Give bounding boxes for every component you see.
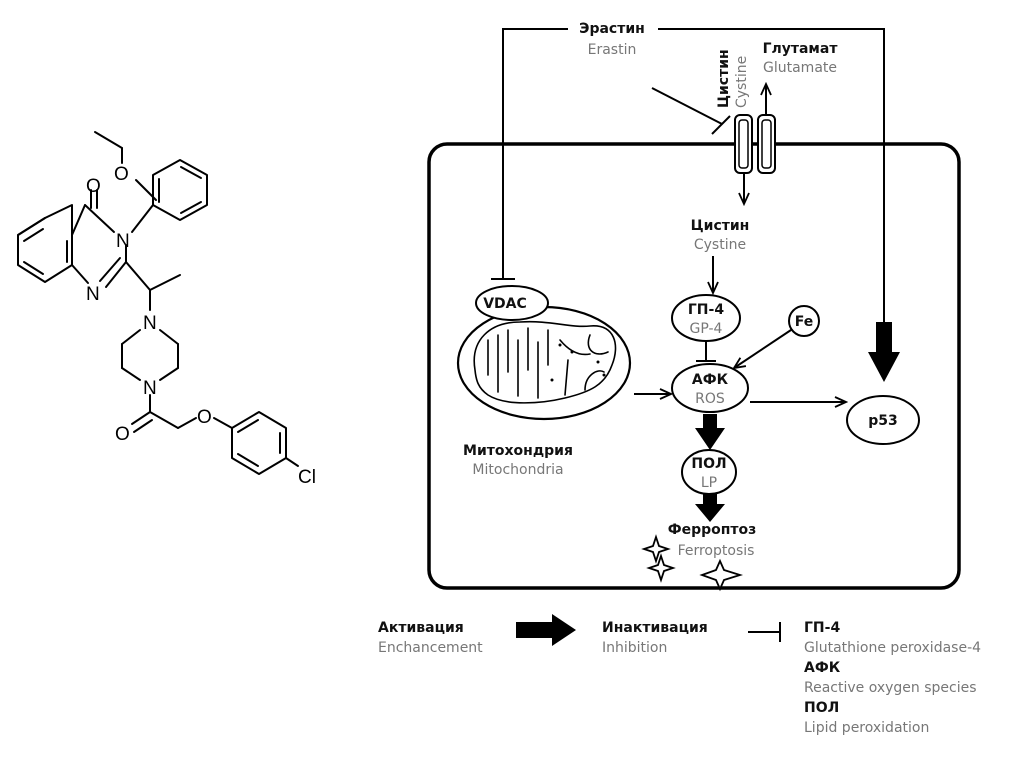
legend-inactivation-label: Инактивация	[602, 620, 708, 636]
fe-node	[788, 305, 820, 337]
legend-activation-label-en: Enchancement	[378, 640, 483, 656]
star-icon	[641, 534, 671, 564]
cystine-glutamate-antiporter	[734, 114, 776, 174]
activation-arrow-p53	[868, 322, 900, 382]
activation-arrow-ros-lp	[695, 414, 725, 450]
atom-n-amide: N	[116, 231, 130, 252]
ros-node	[671, 363, 749, 413]
legend-abbr-lp: ПОЛ	[804, 700, 839, 716]
vdac-label: VDAC	[483, 296, 527, 312]
cell-membrane	[427, 142, 961, 590]
activation-arrow-lp-ferroptosis	[695, 494, 725, 522]
gp4-label-en: GP-4	[690, 321, 723, 337]
atom-n-ring: N	[86, 284, 100, 305]
erastin-label-en: Erastin	[588, 42, 637, 58]
legend-activation-label: Активация	[378, 620, 464, 636]
atom-o-ether: O	[114, 164, 129, 185]
ros-label-en: ROS	[695, 391, 725, 407]
p53-node	[846, 395, 920, 445]
glutamate-label-en: Glutamate	[763, 60, 837, 76]
lp-label: ПОЛ	[691, 456, 726, 472]
fe-label: Fe	[795, 314, 814, 330]
star-icon	[699, 558, 744, 592]
gp4-label: ГП-4	[688, 302, 724, 318]
mitochondria-label-en: Mitochondria	[472, 462, 563, 478]
cystine-top-label: Цистин	[716, 49, 732, 108]
glutamate-label: Глутамат	[763, 41, 839, 57]
mitochondria-label: Митохондрия	[463, 443, 573, 459]
ferroptosis-label-en: Ferroptosis	[678, 543, 755, 559]
vdac-node	[475, 285, 549, 321]
ferroptosis-stars	[641, 534, 744, 592]
legend-abbr-ros-full: Reactive oxygen species	[804, 680, 977, 696]
legend-abbr-lp-full: Lipid peroxidation	[804, 720, 929, 736]
legend-inactivation-label-en: Inhibition	[602, 640, 667, 656]
atom-o-aryl-ether: O	[197, 407, 212, 428]
legend-abbr-ros: АФК	[804, 660, 841, 676]
ros-label: АФК	[692, 372, 729, 388]
erastin-structure: O O N N N N O O Cl	[17, 131, 316, 488]
cystine-top-label-en: Cystine	[734, 56, 750, 108]
ferroptosis-label: Ферроптоз	[668, 522, 757, 538]
star-icon	[646, 553, 676, 583]
atom-cl: Cl	[298, 467, 316, 488]
mitochondrion	[456, 305, 632, 421]
legend-abbr-gp4: ГП-4	[804, 620, 840, 636]
legend-activation-arrow	[516, 614, 576, 646]
cystine-inner-label-en: Cystine	[694, 237, 746, 253]
legend: Активация Enchancement Инактивация Inhib…	[378, 614, 981, 736]
lp-label-en: LP	[701, 475, 717, 491]
cystine-inner-label: Цистин	[691, 218, 750, 234]
legend-abbr-gp4-full: Glutathione peroxidase-4	[804, 640, 981, 656]
atom-n-piperazine-bottom: N	[143, 378, 157, 399]
atom-n-piperazine-top: N	[143, 313, 157, 334]
atom-o-amide: O	[115, 424, 130, 445]
p53-label: p53	[868, 413, 898, 429]
erastin-label: Эрастин	[579, 21, 645, 37]
pathway-diagram: Эрастин Erastin Цистин Cystine Глутамат …	[427, 21, 961, 592]
atom-o-carbonyl: O	[86, 176, 101, 197]
